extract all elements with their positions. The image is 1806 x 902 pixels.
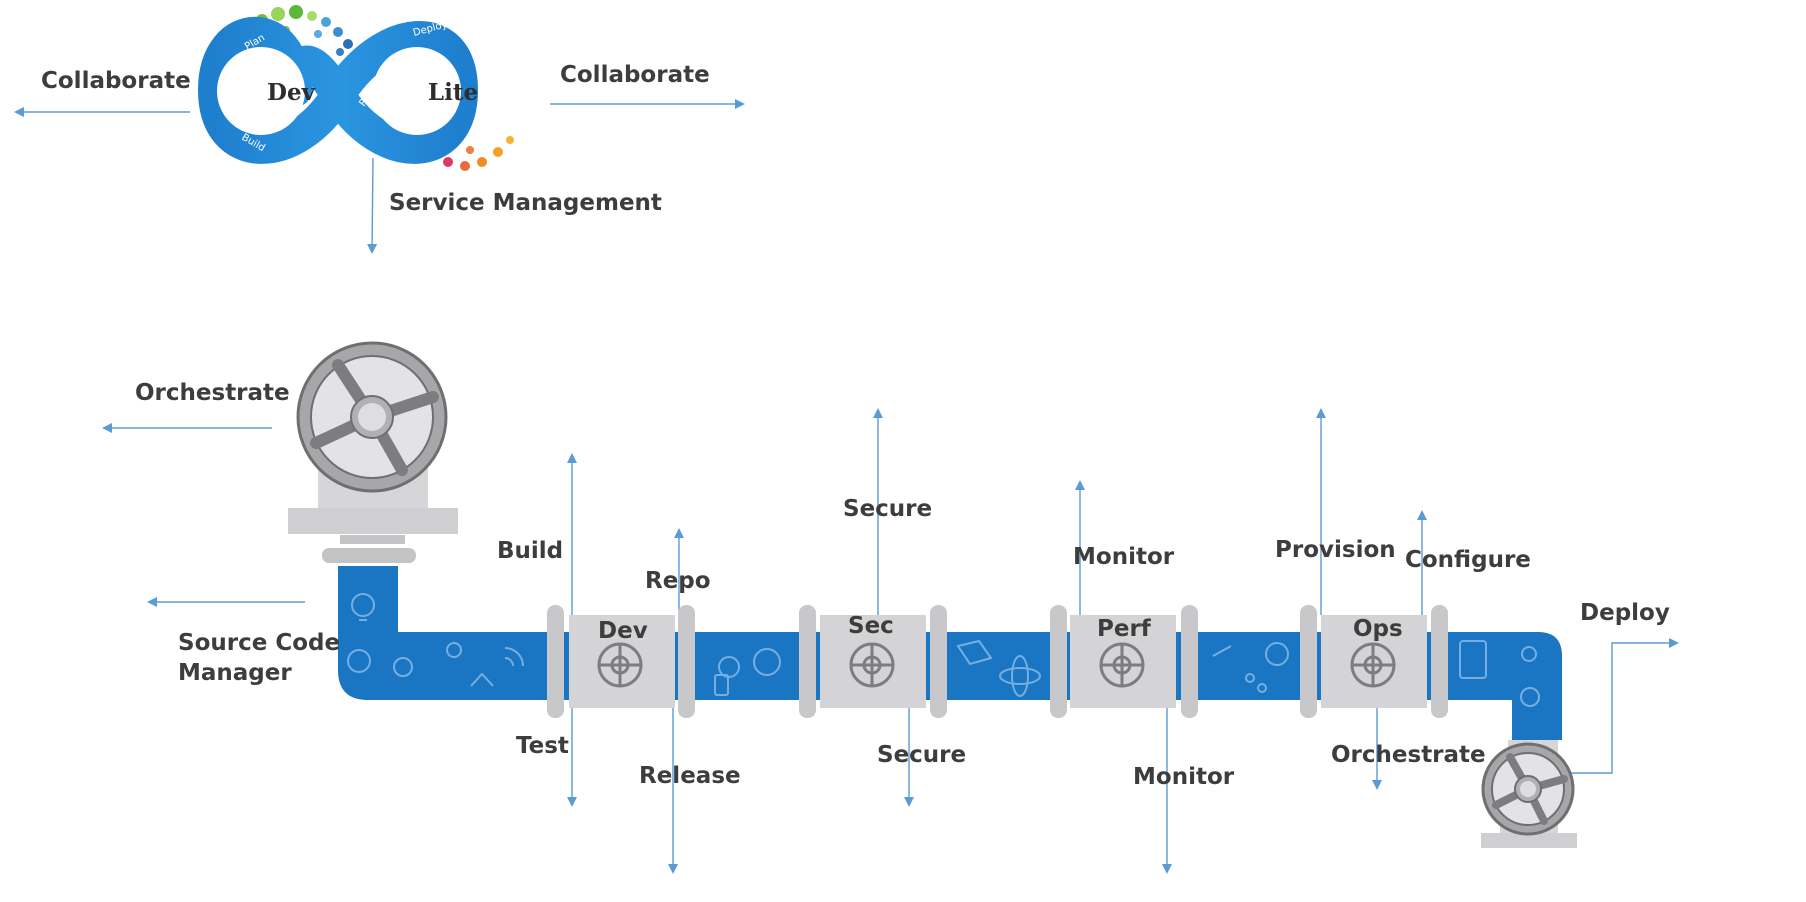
bulb-icon	[351, 593, 375, 617]
label-secure-bottom: Secure	[877, 742, 967, 768]
label-monitor-top: Monitor	[1073, 544, 1175, 570]
label-collaborate-left: Collaborate	[41, 68, 191, 94]
logo-dev-word: Dev	[267, 79, 316, 106]
deploy-valve	[1481, 740, 1577, 848]
logo-stage-test: Test	[307, 145, 330, 161]
arrow-service-management	[367, 157, 378, 254]
unit-label-dev: Dev	[598, 618, 648, 644]
upload-icon	[470, 672, 494, 687]
label-service-management: Service Management	[389, 190, 662, 216]
pipeline	[288, 341, 1577, 848]
logo-left-hole	[217, 47, 305, 135]
devlite-infinity-logo: Dev Lite Plan Code Build Test Release De…	[198, 5, 526, 171]
phone-icon	[714, 674, 729, 696]
logo-lite-word: Lite	[428, 79, 478, 106]
unit-label-ops: Ops	[1353, 616, 1403, 642]
pipe-collars	[547, 605, 1448, 718]
pipe-right-section	[1440, 632, 1562, 740]
logo-right-hole	[373, 47, 461, 135]
label-provision: Provision	[1275, 537, 1396, 563]
unit-sec	[820, 615, 926, 708]
label-build: Build	[497, 538, 564, 564]
label-source-code-manager: Source Code Manager	[178, 630, 341, 686]
arrow-deploy	[1555, 638, 1679, 774]
unit-label-perf: Perf	[1097, 616, 1151, 642]
label-collaborate-right: Collaborate	[560, 62, 710, 88]
logo-stage-operate: Operate	[502, 52, 526, 94]
unit-ops	[1321, 615, 1427, 708]
gear-icon	[753, 648, 781, 676]
label-configure: Configure	[1405, 547, 1531, 573]
rss-icon	[504, 647, 524, 667]
label-repo: Repo	[645, 568, 711, 594]
pipe-icons	[347, 593, 1540, 707]
refresh-icon	[393, 657, 413, 677]
unit-perf	[1070, 615, 1176, 708]
share-icon	[1245, 673, 1255, 683]
unit-label-sec: Sec	[848, 613, 894, 639]
unit-dev	[569, 615, 675, 708]
label-orchestrate-top: Orchestrate	[135, 380, 290, 406]
pencil-icon	[1212, 645, 1232, 657]
label-orchestrate-bottom: Orchestrate	[1331, 742, 1486, 768]
arrows	[14, 99, 1679, 874]
label-secure-top: Secure	[843, 496, 933, 522]
cube-icon	[956, 639, 993, 666]
magnify-icon	[1521, 646, 1537, 662]
bulb-icon-2	[1520, 687, 1540, 707]
atom-icon	[999, 667, 1041, 685]
label-test: Test	[516, 733, 569, 759]
logo-stage-monitor: Monitor	[483, 113, 520, 146]
main-valve	[288, 341, 458, 563]
label-deploy: Deploy	[1580, 600, 1670, 626]
label-monitor-bottom: Monitor	[1133, 764, 1235, 790]
back-icon	[347, 649, 371, 673]
bug-icon	[446, 642, 462, 658]
calculator-icon	[1459, 640, 1487, 679]
cursor-icon	[1265, 642, 1289, 666]
infinity-ribbon	[198, 16, 478, 164]
label-release: Release	[639, 763, 741, 789]
logo-stage-code: Code	[219, 82, 234, 109]
